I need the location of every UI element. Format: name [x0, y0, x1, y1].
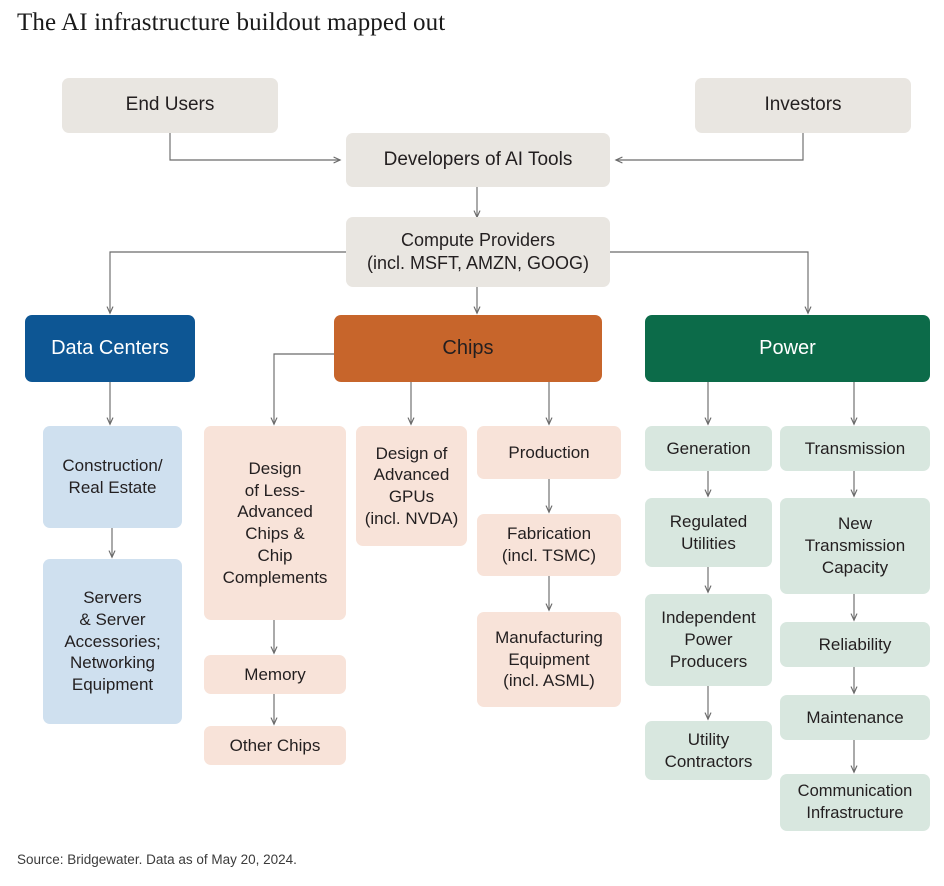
- node-utility-contractors[interactable]: Utility Contractors: [645, 721, 772, 780]
- node-communication-infrastructure[interactable]: Communication Infrastructure: [780, 774, 930, 831]
- node-chips[interactable]: Chips: [334, 315, 602, 382]
- edge-compute-to-power: [610, 251, 808, 313]
- node-design-advanced-gpus[interactable]: Design of Advanced GPUs (incl. NVDA): [356, 426, 467, 546]
- source-note: Source: Bridgewater. Data as of May 20, …: [17, 852, 297, 867]
- node-production[interactable]: Production: [477, 426, 621, 479]
- node-reliability[interactable]: Reliability: [780, 622, 930, 667]
- node-other-chips[interactable]: Other Chips: [204, 726, 346, 765]
- edge-chips-to-design-less: [274, 353, 334, 424]
- node-end-users[interactable]: End Users: [62, 78, 278, 133]
- node-maintenance[interactable]: Maintenance: [780, 695, 930, 740]
- node-regulated-utilities[interactable]: Regulated Utilities: [645, 498, 772, 567]
- node-memory[interactable]: Memory: [204, 655, 346, 694]
- edge-end-users-to-developers: [169, 133, 340, 160]
- node-construction-real-estate[interactable]: Construction/ Real Estate: [43, 426, 182, 528]
- node-power[interactable]: Power: [645, 315, 930, 382]
- edge-compute-to-data-centers: [110, 251, 346, 313]
- node-transmission[interactable]: Transmission: [780, 426, 930, 471]
- node-manufacturing-equipment-asml[interactable]: Manufacturing Equipment (incl. ASML): [477, 612, 621, 707]
- node-data-centers[interactable]: Data Centers: [25, 315, 195, 382]
- node-developers-of-ai-tools[interactable]: Developers of AI Tools: [346, 133, 610, 187]
- node-design-less-advanced-chips[interactable]: Design of Less- Advanced Chips & Chip Co…: [204, 426, 346, 620]
- edge-investors-to-developers: [616, 133, 804, 160]
- node-investors[interactable]: Investors: [695, 78, 911, 133]
- node-independent-power-producers[interactable]: Independent Power Producers: [645, 594, 772, 686]
- node-fabrication-tsmc[interactable]: Fabrication (incl. TSMC): [477, 514, 621, 576]
- page-title: The AI infrastructure buildout mapped ou…: [17, 9, 446, 36]
- node-servers-networking-equipment[interactable]: Servers & Server Accessories; Networking…: [43, 559, 182, 724]
- node-compute-providers[interactable]: Compute Providers (incl. MSFT, AMZN, GOO…: [346, 217, 610, 287]
- node-generation[interactable]: Generation: [645, 426, 772, 471]
- node-new-transmission-capacity[interactable]: New Transmission Capacity: [780, 498, 930, 594]
